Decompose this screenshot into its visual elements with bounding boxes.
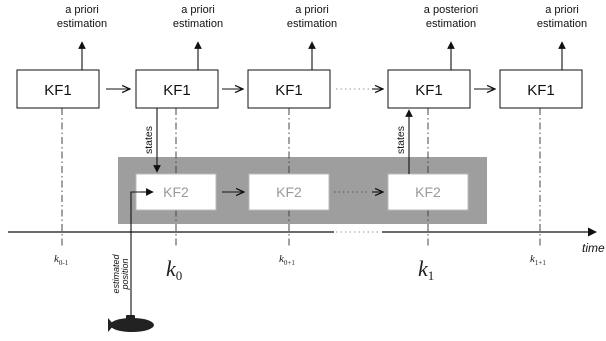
kf1-label-4: KF1 [415, 82, 443, 99]
submarine-icon [108, 315, 154, 332]
estimated-label: estimated [111, 254, 121, 294]
kf1-label-2: KF1 [163, 82, 191, 99]
kf1-box-4 [387, 69, 471, 109]
kf2-label-1: KF2 [163, 184, 189, 200]
estimation-2-line2: estimation [173, 18, 223, 30]
kf1-box-3 [247, 69, 331, 109]
tick-k1: k1 [418, 256, 434, 283]
states-up-label: states [395, 126, 407, 154]
position-label: position [120, 258, 130, 290]
estimation-4-line1: a posteriori [424, 4, 478, 16]
kf1-row: KF1 KF1 KF1 KF1 KF1 [16, 69, 583, 109]
tick-labels: k0-1 k0 k0+1 k1 k1+1 [54, 253, 546, 283]
tick-k0-1: k0-1 [54, 253, 69, 267]
kf2-label-2: KF2 [276, 184, 302, 200]
kf1-label-3: KF1 [275, 82, 303, 99]
estimation-1-line1: a priori [65, 4, 99, 16]
states-down-label: states [143, 126, 155, 154]
estimation-2-line1: a priori [181, 4, 215, 16]
estimation-4-line2: estimation [426, 18, 476, 30]
estimation-3-line1: a priori [295, 4, 329, 16]
tick-k0: k0 [166, 256, 182, 283]
estimation-3-line2: estimation [287, 18, 337, 30]
kf1-label-5: KF1 [527, 82, 555, 99]
kf1-box-5 [499, 69, 583, 109]
kf1-box-2 [135, 69, 219, 109]
time-guides [61, 108, 541, 248]
estimation-arrows [78, 41, 566, 70]
kf2-label-3: KF2 [415, 184, 441, 200]
kf2-box-3 [387, 173, 469, 211]
tick-k1+1: k1+1 [530, 253, 546, 267]
kf1-label-1: KF1 [44, 82, 72, 99]
estimation-labels: a priori estimation a priori estimation … [57, 4, 587, 30]
kf1-box-1 [16, 69, 100, 109]
estimation-5-line1: a priori [545, 4, 579, 16]
tick-k0+1: k0+1 [279, 253, 295, 267]
kf2-row: KF2 KF2 KF2 [135, 173, 469, 211]
estimation-5-line2: estimation [537, 18, 587, 30]
estimation-1-line2: estimation [57, 18, 107, 30]
time-label: time [582, 241, 605, 255]
kf2-box-2 [248, 173, 330, 211]
